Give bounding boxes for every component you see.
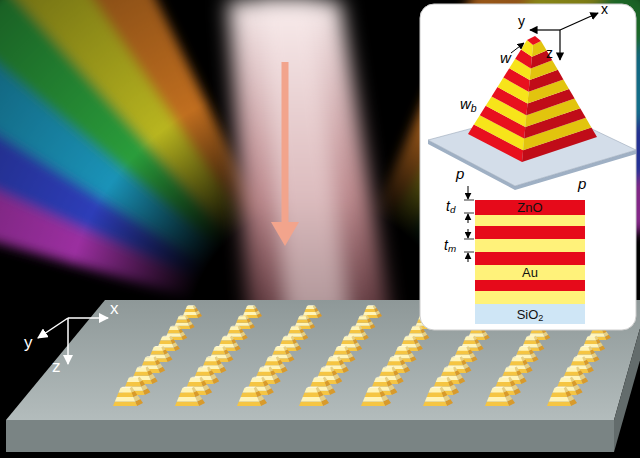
layer-stack [475, 200, 585, 324]
substrate-top [6, 300, 640, 420]
thickness-markers [464, 186, 474, 262]
axis-label: x [601, 2, 608, 17]
dimension-label: td [446, 199, 455, 214]
dimension-label: tm [444, 238, 456, 253]
beam-arrow-head [271, 222, 299, 246]
incident-beam-core [258, 0, 350, 320]
inset-axes [530, 13, 598, 60]
axis-label: x [110, 300, 119, 319]
unit-cell-pyramid [468, 36, 597, 162]
axis-label: z [546, 46, 553, 61]
layer-name: Au [522, 266, 538, 279]
dimension-label: p [456, 166, 464, 183]
layer-band: ZnO [475, 200, 585, 215]
axis-label: y [518, 14, 525, 29]
incident-beam [228, 0, 392, 330]
axis-label: z [52, 358, 61, 377]
dimension-label: w [500, 50, 511, 67]
dimension-line [511, 43, 524, 53]
layer-name: ZnO [517, 201, 542, 214]
substrate-front [6, 420, 614, 452]
beam-arrow [282, 62, 289, 224]
inset-panel [420, 4, 636, 330]
dimension-label: wb [460, 96, 477, 113]
dimension-label: p [578, 176, 586, 193]
axis-label: y [24, 334, 33, 353]
layer-band: SiO2 [475, 304, 585, 324]
layer-name: SiO2 [517, 308, 544, 321]
axes [38, 318, 108, 364]
diffracted-light [0, 0, 640, 335]
layer-band: Au [475, 265, 585, 280]
